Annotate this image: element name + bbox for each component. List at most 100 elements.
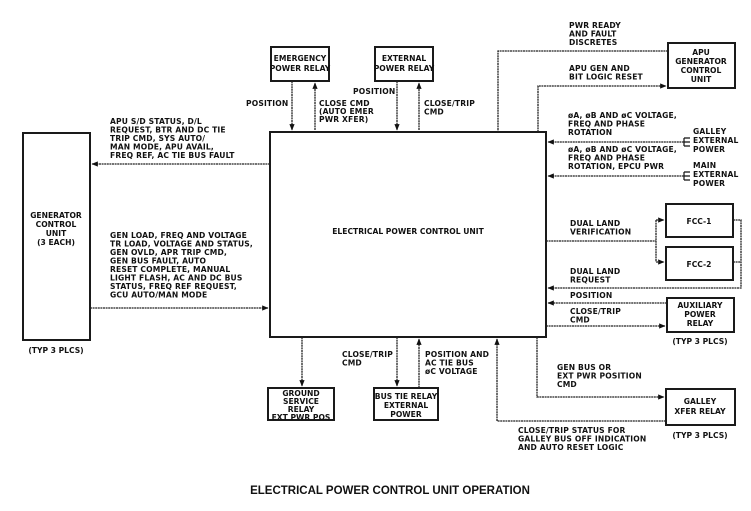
text-line: GEN OVLD, APR TRIP CMD, xyxy=(110,248,227,257)
galley-typ-note: (TYP 3 PLCS) xyxy=(672,431,727,440)
text-line: EMERGENCY xyxy=(274,54,327,63)
text-line: GALLEY BUS OFF INDICATION xyxy=(518,435,646,444)
text-line: UNIT xyxy=(691,75,712,84)
text-line: øA, øB AND øC VOLTAGE, xyxy=(568,111,677,120)
text-line: POSITION AND xyxy=(425,350,489,359)
text-line: CONTROL xyxy=(36,220,77,229)
text-line: GEN BUS OR xyxy=(557,363,611,372)
text-line: REQUEST, BTR AND DC TIE xyxy=(110,126,226,135)
text-line: ROTATION xyxy=(568,128,612,137)
text-line: CLOSE/TRIP xyxy=(570,307,621,316)
emer-position-label: POSITION xyxy=(246,99,288,108)
text-line: POWER xyxy=(693,145,725,154)
text-line: PWR XFER) xyxy=(319,115,368,124)
text-line: GEN LOAD, FREQ AND VOLTAGE xyxy=(110,231,247,240)
text-line: EXTERNAL xyxy=(384,401,428,410)
text-line: EXTERNAL xyxy=(693,136,739,145)
text-line: CLOSE/TRIP STATUS FOR xyxy=(518,426,626,435)
text-line: DUAL LAND xyxy=(570,219,620,228)
text-line: DISCRETES xyxy=(569,38,617,47)
text-line: CMD xyxy=(570,316,590,325)
text-line: RESET COMPLETE, MANUAL xyxy=(110,265,230,274)
text-line: AC TIE BUS xyxy=(425,359,474,368)
text-line: SERVICE xyxy=(283,397,319,406)
text-line: CONTROL xyxy=(681,66,722,75)
text-line: APU S/D STATUS, D/L xyxy=(110,117,202,126)
dual-land-request-line xyxy=(547,219,742,291)
fcc-2-box: FCC-2 xyxy=(665,246,734,281)
text-line: FCC-1 xyxy=(687,217,712,226)
galley-status-line xyxy=(494,338,666,422)
epcu-box: ELECTRICAL POWER CONTROL UNIT xyxy=(269,131,547,338)
text-line: MAN MODE, APU AVAIL, xyxy=(110,143,214,152)
text-line: (AUTO EMER xyxy=(319,107,374,116)
text-line: CLOSE/TRIP xyxy=(424,99,475,108)
fcc-1-label: FCC-1 xyxy=(687,217,712,226)
text-line: CMD xyxy=(424,108,444,117)
text-line: GENERATOR xyxy=(30,211,82,220)
text-line: GALLEY xyxy=(693,127,727,136)
text-line: EXTERNAL xyxy=(382,54,426,63)
text-line: GEN BUS FAULT, AUTO xyxy=(110,257,207,266)
text-line: FREQ AND PHASE xyxy=(568,154,645,163)
text-line: STATUS, FREQ REF REQUEST, xyxy=(110,282,237,291)
text-line: GENERATOR xyxy=(675,57,727,66)
text-line: REQUEST xyxy=(570,276,611,285)
text-line: (3 EACH) xyxy=(37,238,75,247)
galley-cmd-line xyxy=(536,337,665,400)
text-line: RELAY xyxy=(288,405,315,414)
text-line: POWER xyxy=(684,310,716,319)
text-line: UNIT xyxy=(46,229,67,238)
text-line: FREQ REF, AC TIE BUS FAULT xyxy=(110,151,235,160)
text-line: GCU AUTO/MAN MODE xyxy=(110,291,207,300)
text-line: RELAY xyxy=(687,319,714,328)
text-line: FCC-2 xyxy=(687,260,712,269)
text-line: POSITION xyxy=(570,291,612,300)
text-line: AUXILIARY xyxy=(678,301,723,310)
aux-typ-note: (TYP 3 PLCS) xyxy=(672,337,727,346)
fcc-1-box: FCC-1 xyxy=(665,203,734,238)
text-line: CMD xyxy=(342,359,362,368)
text-line: POSITION xyxy=(353,87,395,96)
text-line: POWER RELAY xyxy=(374,64,435,73)
text-line: VERIFICATION xyxy=(570,228,631,237)
text-line: AND AUTO RESET LOGIC xyxy=(518,443,624,452)
text-line: øA, øB AND øC VOLTAGE, xyxy=(568,145,677,154)
text-line: POWER RELAY xyxy=(270,64,331,73)
text-line: POSITION xyxy=(246,99,288,108)
text-line: CLOSE/TRIP xyxy=(342,350,393,359)
text-line: TRIP CMD, SYS AUTO/ xyxy=(110,134,205,143)
text-line: EXT PWR POS xyxy=(272,413,331,422)
text-line: DUAL LAND xyxy=(570,267,620,276)
